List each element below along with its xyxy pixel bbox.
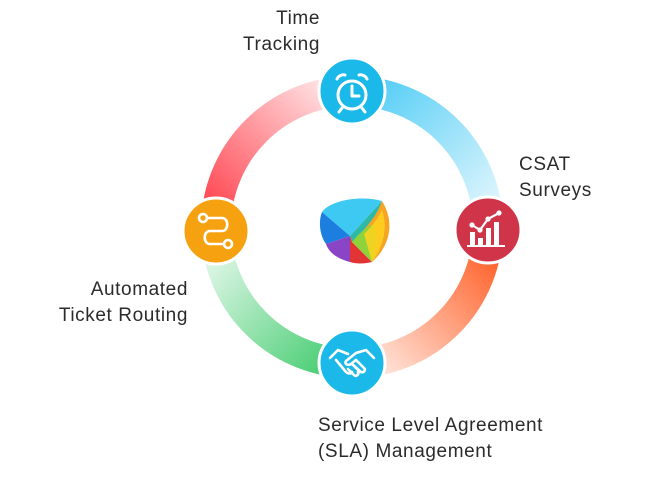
node-ticket-routing — [181, 196, 251, 266]
alarm-clock-icon — [335, 73, 369, 114]
label-line: Ticket Routing — [58, 305, 188, 326]
handshake-icon — [328, 348, 376, 378]
label-line: Time — [276, 8, 320, 29]
bar-chart-icon — [467, 210, 505, 247]
label-line: (SLA) Management — [318, 441, 493, 462]
leaf-logo-icon — [319, 198, 390, 264]
label-line: Automated — [90, 279, 188, 300]
label-ticket-routing: Automated Ticket Routing — [20, 277, 188, 329]
node-sla-management — [317, 328, 387, 398]
label-line: Service Level Agreement — [318, 415, 544, 436]
label-csat-surveys: CSAT Surveys — [519, 152, 592, 204]
label-line: Surveys — [519, 180, 592, 201]
label-line: CSAT — [519, 154, 571, 175]
node-time-tracking — [317, 56, 387, 126]
route-path-icon — [197, 212, 234, 250]
label-sla-management: Service Level Agreement (SLA) Management — [318, 413, 543, 465]
node-csat-surveys — [453, 195, 523, 265]
label-line: Tracking — [243, 34, 320, 55]
label-time-tracking: Time Tracking — [180, 6, 320, 58]
